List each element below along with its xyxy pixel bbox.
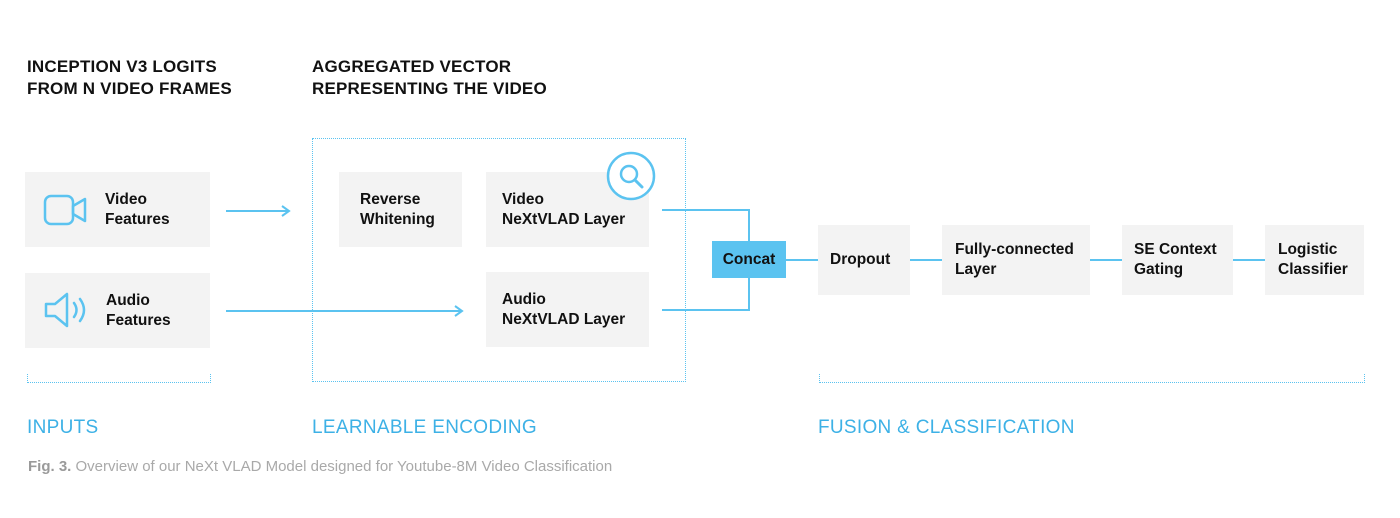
line-video-concat	[662, 209, 750, 242]
encoding-group-border	[312, 138, 686, 382]
audio-features-node: Audio Features	[25, 273, 210, 348]
section-label-fusion: FUSION & CLASSIFICATION	[818, 417, 1075, 438]
heading-encoding: AGGREGATED VECTOR REPRESENTING THE VIDEO	[312, 57, 547, 98]
figure-caption: Fig. 3. Overview of our NeXt VLAD Model …	[28, 458, 612, 475]
section-label-encoding: LEARNABLE ENCODING	[312, 417, 538, 438]
arrowhead-audio	[454, 305, 464, 317]
figure-number: Fig. 3.	[28, 458, 72, 475]
fully-connected-label: Fully-connected Layer	[955, 241, 1074, 278]
line-audio-concat	[662, 278, 750, 311]
audio-features-label: Audio Features	[106, 291, 171, 329]
logistic-classifier-node: Logistic Classifier	[1265, 225, 1364, 295]
arrowhead-video	[281, 205, 291, 217]
speaker-icon	[44, 292, 86, 328]
se-context-gating-node: SE Context Gating	[1122, 225, 1233, 295]
heading-inputs: INCEPTION V3 LOGITS FROM N VIDEO FRAMES	[27, 57, 232, 98]
concat-label: Concat	[722, 250, 776, 268]
fully-connected-node: Fully-connected Layer	[942, 225, 1090, 295]
video-camera-icon	[43, 194, 87, 226]
audio-nextvlad-label: Audio NeXtVLAD Layer	[502, 290, 626, 328]
inputs-bracket	[27, 374, 211, 383]
logistic-classifier-label: Logistic Classifier	[1278, 241, 1348, 278]
video-features-node: Video Features	[25, 172, 210, 247]
video-nextvlad-label: Video NeXtVLAD Layer	[502, 190, 626, 228]
section-label-inputs: INPUTS	[27, 417, 99, 438]
audio-nextvlad-node: Audio NeXtVLAD Layer	[486, 272, 649, 347]
dropout-label: Dropout	[830, 251, 891, 268]
fusion-bracket	[819, 374, 1365, 383]
reverse-whitening-label: Reverse Whitening	[360, 190, 435, 228]
figure-caption-text: Overview of our NeXt VLAD Model designed…	[71, 458, 613, 475]
dropout-node: Dropout	[818, 225, 910, 295]
concat-node: Concat	[712, 241, 786, 278]
reverse-whitening-node: Reverse Whitening	[339, 172, 462, 247]
se-context-gating-label: SE Context Gating	[1134, 241, 1217, 278]
video-features-label: Video Features	[105, 190, 170, 228]
magnifier-icon	[606, 151, 656, 201]
